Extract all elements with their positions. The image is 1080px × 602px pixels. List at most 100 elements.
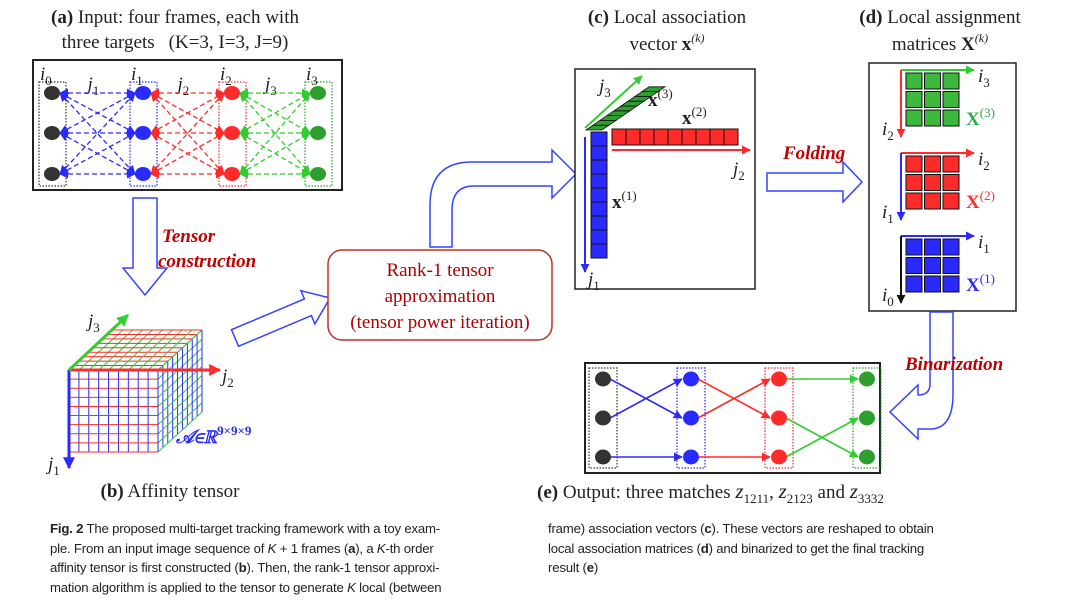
label-base: i: [306, 64, 311, 85]
vector-x1-cell: [590, 145, 608, 161]
matrix-cell: [942, 91, 960, 108]
label-base: i: [978, 66, 983, 87]
vector-label: x(2): [682, 104, 707, 129]
label-base: i: [882, 119, 887, 140]
target-node: [859, 371, 875, 387]
axis-label: j3: [596, 76, 611, 100]
label-base: j: [85, 74, 93, 95]
label-subscript: 2: [183, 83, 190, 98]
matrix-row-label: i0: [882, 285, 894, 309]
tensor-grid-line: [157, 375, 203, 416]
matrix-cell: [924, 91, 941, 108]
caption-line: local association matrices (d) and binar…: [548, 539, 1038, 559]
tensor-grid-line: [157, 329, 203, 371]
panel-e-title: (e) Output: three matches z1211, z2123 a…: [537, 479, 884, 506]
tensor-grid-line: [157, 402, 203, 444]
matrix-cell: [924, 257, 941, 274]
label-base: x: [648, 90, 658, 111]
tensor-grid-line: [157, 347, 203, 389]
down-hollow-arrow-icon: [121, 197, 169, 297]
label-base: X: [966, 192, 980, 213]
vector-x1-cell: [590, 201, 608, 217]
vector-x2-cell: [709, 128, 725, 146]
matrix-cell: [924, 174, 941, 191]
target-node: [224, 86, 240, 100]
link-label: j1: [85, 74, 100, 98]
vector-x2-cell: [611, 128, 627, 146]
caption-text: affinity tensor is first constructed (: [50, 560, 239, 575]
rank1-line-3: (tensor power iteration): [350, 312, 529, 333]
caption-text: e: [586, 560, 594, 575]
vector-x2-cell: [667, 128, 683, 146]
panel-c-title: (c) Local association: [588, 7, 747, 28]
target-node: [771, 449, 787, 465]
label-base: X: [966, 109, 980, 130]
vector-x3-cell: [640, 86, 667, 92]
matrix-column-label: i1: [978, 232, 990, 256]
rank1-line-1: Rank-1 tensor: [386, 260, 494, 281]
matrix-cell: [905, 174, 923, 191]
label-subscript: 0: [45, 73, 52, 88]
target-node: [224, 126, 240, 140]
target-node: [859, 449, 875, 465]
caption-text: ): [593, 560, 599, 575]
matrix-row-label: i1: [882, 202, 894, 226]
label-subscript: 1: [93, 83, 100, 98]
target-node: [44, 86, 60, 100]
matrix-name-label: X(3): [966, 105, 995, 130]
panel-d-title: (d) Local assignment: [859, 7, 1021, 28]
label-subscript: 2: [227, 375, 234, 390]
tensor-grid-line: [98, 329, 144, 371]
frame-group-box: [588, 367, 618, 469]
caption-text: mation algorithm is applied to the tenso…: [50, 579, 348, 595]
label-base: j: [45, 454, 53, 475]
caption-text: K: [376, 540, 386, 556]
panel-b-title: (b) Affinity tensor: [101, 481, 241, 502]
caption-text: a: [348, 540, 356, 556]
caption-text: + 1 frames (: [276, 540, 349, 556]
matrix-cell: [942, 257, 960, 274]
axis-j3-arrow: [584, 75, 643, 129]
label-base: i: [220, 64, 225, 85]
tensor-grid-line: [147, 329, 193, 371]
candidate-link: [239, 132, 311, 175]
caption-text: K: [267, 540, 277, 556]
caption-text: The proposed multi-target tracking frame…: [83, 521, 441, 536]
curved-hollow-arrow-icon: [429, 148, 578, 248]
label-subscript: 3: [311, 73, 318, 88]
vector-x2-cell: [653, 128, 669, 146]
frame-group-box: [676, 367, 706, 469]
matrix-column-label: i3: [978, 66, 990, 90]
panel-c-subtitle: vector x(k): [629, 31, 704, 55]
caption-text: d: [700, 540, 709, 556]
folding-label: Folding: [782, 143, 845, 164]
label-base: j: [175, 74, 183, 95]
matrix-cell: [905, 72, 923, 90]
target-node: [595, 371, 611, 387]
target-node: [595, 449, 611, 465]
label-subscript: 3: [270, 83, 277, 98]
target-node: [44, 167, 60, 181]
caption-line: mation algorithm is applied to the tenso…: [50, 578, 530, 598]
vector-x1-cell: [590, 187, 608, 203]
binarization-label: Binarization: [904, 354, 1003, 375]
tensor-grid-line: [118, 329, 163, 371]
label-subscript: 1: [593, 278, 600, 293]
matrix-cell: [905, 275, 923, 293]
caption-line: Fig. 2 The proposed multi-target trackin…: [50, 519, 530, 539]
label-base: X: [966, 275, 980, 296]
caption-text: Fig. 2: [50, 521, 84, 536]
candidate-link: [59, 132, 136, 175]
tensor-grid-line: [127, 329, 173, 371]
matrix-cell: [905, 91, 923, 108]
target-node: [310, 167, 326, 181]
candidate-link: [150, 132, 225, 175]
target-node: [135, 126, 151, 140]
panel-a-box: [32, 59, 343, 191]
vector-x2-cell: [681, 128, 697, 146]
link-label: j2: [175, 74, 190, 98]
caption-text: c: [704, 521, 712, 536]
axis-j3-arrow: [67, 313, 130, 372]
